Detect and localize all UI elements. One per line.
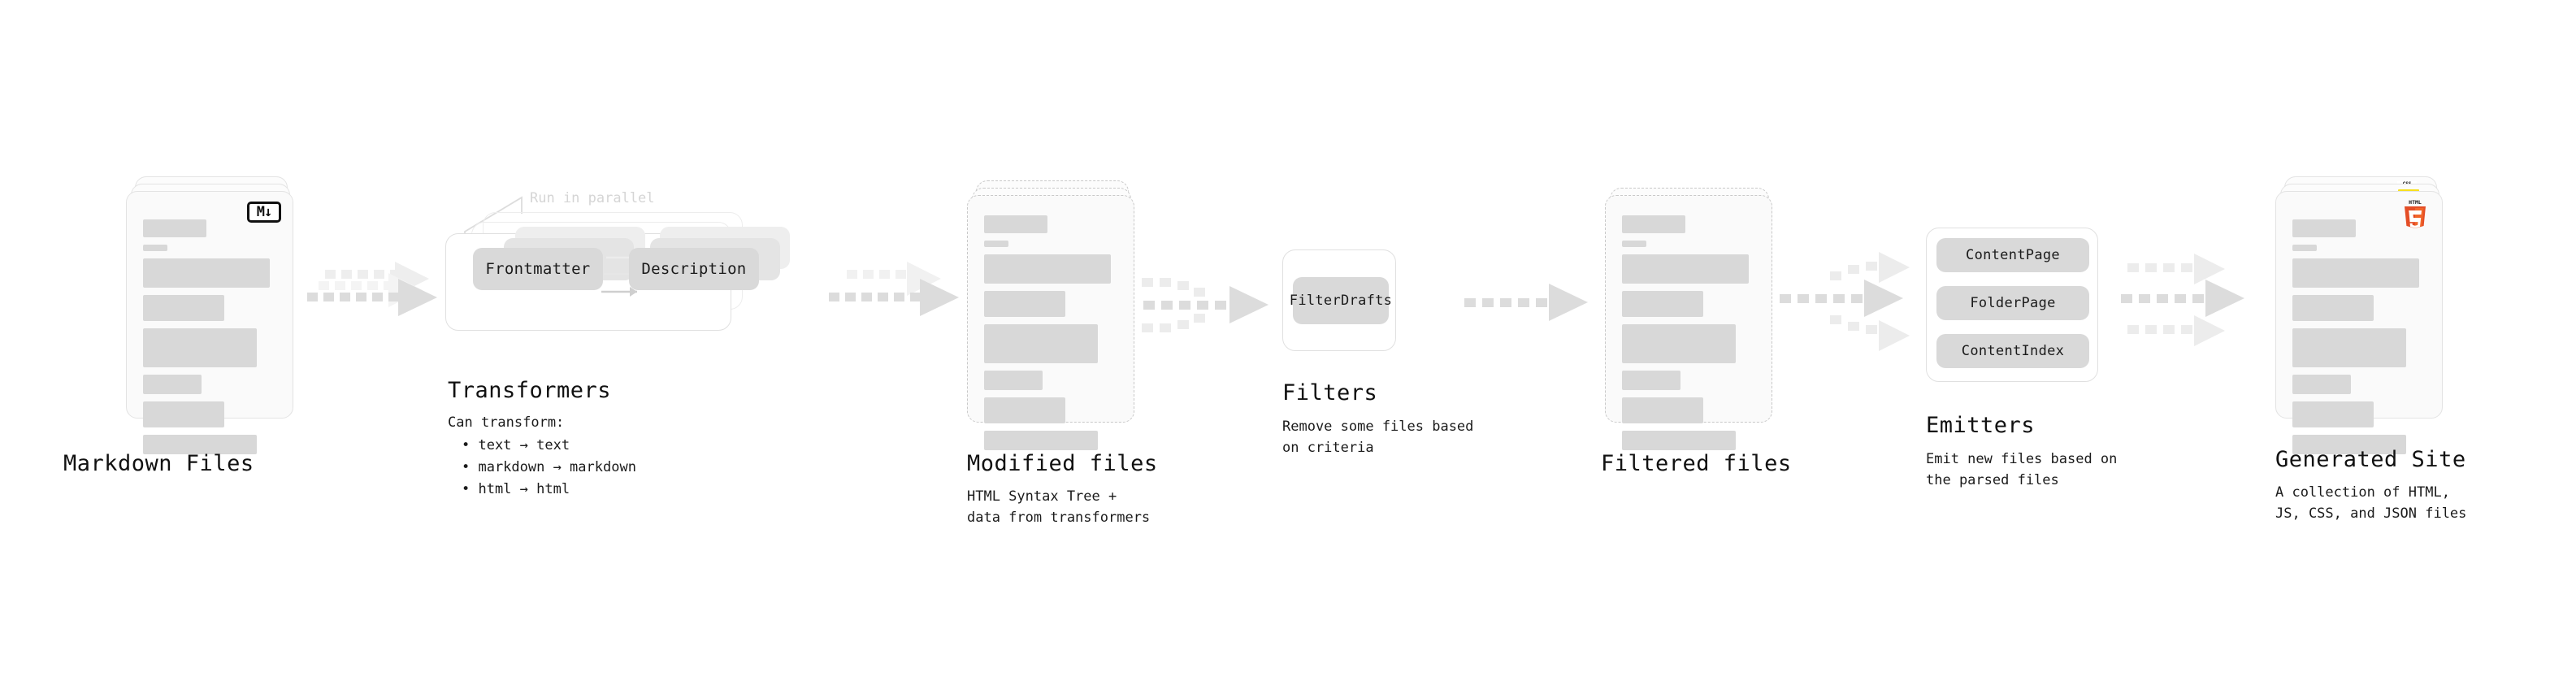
content-bar bbox=[143, 258, 270, 288]
filtered-files-title: Filtered files bbox=[1601, 451, 1792, 476]
content-bar bbox=[143, 295, 224, 321]
connector-filters-to-filtered bbox=[1464, 284, 1588, 321]
connector-markdown-to-transformers bbox=[307, 262, 437, 316]
connector-filtered-to-emitters bbox=[1780, 252, 1910, 351]
connector-emitters-to-site bbox=[2121, 254, 2244, 346]
content-bar bbox=[143, 219, 206, 237]
content-bar bbox=[984, 254, 1111, 284]
content-bar bbox=[984, 397, 1065, 423]
content-bar bbox=[984, 431, 1098, 450]
modified-files-subtitle: HTML Syntax Tree + data from transformer… bbox=[967, 488, 1151, 527]
emitters-panel: ContentPage FolderPage ContentIndex bbox=[1926, 228, 2098, 382]
content-bar bbox=[2292, 328, 2406, 367]
emitter-chip-contentpage[interactable]: ContentPage bbox=[1936, 238, 2089, 272]
content-bar bbox=[2292, 401, 2374, 427]
connector-transformers-to-modified bbox=[829, 262, 959, 316]
content-bar bbox=[1622, 291, 1703, 317]
connector-modified-to-filters bbox=[1142, 278, 1268, 332]
transformers-bullet-0: • text → text bbox=[462, 437, 570, 453]
modified-files-title: Modified files bbox=[967, 451, 1158, 476]
transformers-subtitle: Can transform: bbox=[448, 414, 565, 431]
filter-chip-filterdrafts[interactable]: FilterDrafts bbox=[1290, 277, 1392, 324]
content-bar bbox=[2292, 245, 2317, 251]
emitters-subtitle: Emit new files based on the parsed files bbox=[1926, 451, 2118, 489]
content-bar bbox=[1622, 254, 1749, 284]
content-bar bbox=[143, 435, 257, 454]
content-bar bbox=[1622, 241, 1646, 247]
run-in-parallel-label: Run in parallel bbox=[530, 190, 655, 206]
markdown-card-front: M↓ bbox=[126, 191, 293, 454]
emitter-chip-folderpage[interactable]: FolderPage bbox=[1936, 286, 2089, 320]
emitter-chip-contentindex[interactable]: ContentIndex bbox=[1936, 334, 2089, 368]
transformer-chip-description[interactable]: Description bbox=[629, 248, 759, 290]
content-bar bbox=[2292, 375, 2351, 394]
content-bar bbox=[143, 328, 257, 367]
filters-title: Filters bbox=[1282, 380, 1378, 406]
filtered-card-front bbox=[1605, 195, 1772, 450]
content-bar bbox=[2292, 295, 2374, 321]
content-bar bbox=[143, 245, 167, 251]
generated-site-title: Generated Site bbox=[2275, 447, 2466, 472]
content-bar bbox=[1622, 431, 1736, 450]
generated-site-subtitle: A collection of HTML, JS, CSS, and JSON … bbox=[2275, 484, 2467, 523]
markdown-placeholder-lines bbox=[143, 219, 278, 462]
content-bar bbox=[1622, 371, 1680, 390]
filters-panel: FilterDrafts bbox=[1282, 249, 1396, 351]
content-bar bbox=[1622, 397, 1703, 423]
transformers-bullet-2: • html → html bbox=[462, 481, 570, 497]
filters-subtitle: Remove some files based on criteria bbox=[1282, 419, 1474, 457]
content-bar bbox=[2292, 219, 2356, 237]
svg-text:HTML: HTML bbox=[2409, 199, 2422, 206]
transformer-chip-frontmatter[interactable]: Frontmatter bbox=[473, 248, 603, 290]
content-bar bbox=[984, 241, 1008, 247]
content-bar bbox=[2292, 258, 2419, 288]
content-bar bbox=[2292, 435, 2406, 454]
site-placeholder-lines bbox=[2292, 219, 2427, 462]
content-bar bbox=[143, 401, 224, 427]
markdown-badge: M↓ bbox=[247, 202, 281, 223]
content-bar bbox=[984, 215, 1047, 233]
site-card-front: HTML bbox=[2275, 191, 2443, 454]
modified-placeholder-lines bbox=[984, 215, 1119, 458]
transformers-title: Transformers bbox=[448, 378, 612, 403]
content-bar bbox=[984, 371, 1043, 390]
content-bar bbox=[1622, 215, 1685, 233]
transformers-bullet-1: • markdown → markdown bbox=[462, 459, 636, 475]
content-bar bbox=[1622, 324, 1736, 363]
emitters-title: Emitters bbox=[1926, 413, 2036, 438]
html5-icon: HTML bbox=[2405, 199, 2426, 228]
markdown-files-title: Markdown Files bbox=[63, 451, 254, 476]
modified-card-front bbox=[967, 195, 1134, 450]
content-bar bbox=[143, 375, 202, 394]
filtered-placeholder-lines bbox=[1622, 215, 1757, 458]
content-bar bbox=[984, 291, 1065, 317]
content-bar bbox=[984, 324, 1098, 363]
